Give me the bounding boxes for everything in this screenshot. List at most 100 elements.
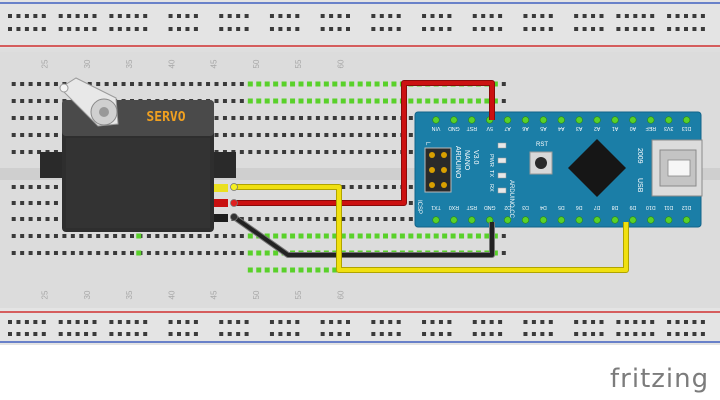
rail-hole [109,320,114,324]
rail-hole [430,14,435,18]
nano-pin-a7[interactable] [504,116,512,124]
connected-hole [492,250,498,256]
breadboard-hole [172,234,177,238]
rail-hole [92,320,97,324]
breadboard-hole [20,234,25,238]
nano-pin-tx1[interactable] [432,216,440,224]
connected-hole [323,81,329,87]
nano-pin-a4[interactable] [557,116,565,124]
nano-pin-a3[interactable] [575,116,583,124]
nano-pin-d4[interactable] [539,216,548,224]
breadboard-hole [273,150,278,154]
connected-hole [306,233,312,239]
connected-hole [332,98,338,104]
reset-button[interactable] [529,151,553,175]
pin-label: D4 [540,204,547,210]
nano-pin-gnd[interactable] [450,116,458,124]
breadboard-hole [358,217,363,221]
icsp-header [424,147,452,193]
wire-signal[interactable] [234,184,629,273]
breadboard-hole [332,133,337,137]
nano-pin-d11[interactable] [665,216,673,224]
nano-pin-rst[interactable] [468,216,476,224]
nano-pin-d7[interactable] [593,216,601,224]
rail-hole [624,27,629,31]
rail-hole [498,320,503,324]
breadboard-hole [248,116,253,120]
nano-pin-d10[interactable] [647,216,655,224]
wire-power[interactable] [234,80,495,206]
breadboard-hole [20,116,25,120]
breadboard-hole [383,150,388,154]
usb-port[interactable] [651,139,703,197]
breadboard-hole [197,234,202,238]
rail-hole [430,320,435,324]
rail-hole [8,27,12,31]
nano-pin-d9[interactable] [629,216,637,224]
rail-hole [472,14,477,18]
connected-hole [247,267,253,273]
nano-pin-d6[interactable] [575,216,583,224]
pin-label: A4 [558,125,564,131]
breadboard-hole [214,116,219,120]
connected-hole [306,267,312,273]
nano-pin-a6[interactable] [521,116,530,124]
nano-pin-a1[interactable] [611,116,619,124]
rail-hole [481,332,486,336]
year-label: 2009 [636,148,643,164]
nano-pin-d8[interactable] [611,216,619,224]
breadboard-hole [231,82,236,86]
nano-pin-vin[interactable] [432,116,440,124]
rail-hole [168,14,173,18]
rail-hole [126,27,131,31]
breadboard-hole [375,133,380,137]
nano-pin-d12[interactable] [682,216,691,224]
breadboard-hole [501,82,506,86]
connected-hole [340,98,346,104]
rail-hole [219,14,224,18]
led-rx [497,187,507,194]
nano-pin-a5[interactable] [539,116,548,124]
connected-hole [332,233,338,239]
connected-hole [273,250,279,256]
nano-pin-rst[interactable] [468,116,476,124]
rail-hole [422,332,427,336]
nano-pin-a0[interactable] [629,116,637,124]
rail-hole [320,14,325,18]
breadboard-hole [315,133,320,137]
connected-hole [298,81,304,87]
connected-hole [442,98,448,104]
breadboard-hole [366,185,371,189]
rail-hole [227,27,232,31]
connected-hole [349,98,355,104]
connected-hole [450,98,456,104]
rail-hole [641,332,646,336]
connected-hole [475,98,481,104]
nano-pin-ref[interactable] [647,116,655,124]
rail-hole [624,320,629,324]
bottom-power-rail [0,308,720,345]
nano-pin-3v3[interactable] [665,116,673,124]
nano-pin-d5[interactable] [557,216,565,224]
rail-hole [591,27,596,31]
breadboard-hole [282,217,287,221]
wire-ground[interactable] [232,214,495,258]
nano-pin-d13[interactable] [682,116,691,124]
breadboard-hole [214,234,219,238]
nano-pin-d3[interactable] [521,216,530,224]
rail-hole [675,27,680,31]
breadboard-hole [45,82,50,86]
rail-hole [67,320,72,324]
breadboard-hole [146,82,151,86]
connected-hole [349,233,355,239]
breadboard-hole [138,82,143,86]
connected-hole [247,250,253,256]
led-l-label: L [424,142,430,146]
nano-pin-d2[interactable] [504,216,512,224]
rail-hole [41,14,46,18]
nano-pin-a2[interactable] [593,116,601,124]
pin-label: D10 [646,204,656,210]
servo-motor[interactable]: SERVO [40,77,236,232]
nano-pin-rx0[interactable] [450,216,458,224]
